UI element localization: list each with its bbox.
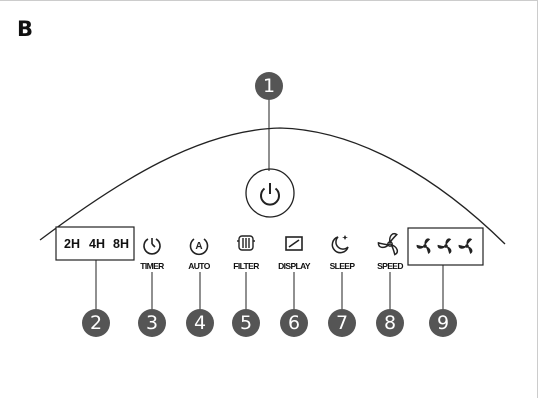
filter-label: FILTER xyxy=(233,261,259,271)
auto-label: AUTO xyxy=(188,261,210,271)
leader-lines xyxy=(95,98,444,310)
filter-icon[interactable] xyxy=(237,235,255,251)
speed-label: SPEED xyxy=(377,261,403,271)
power-button[interactable] xyxy=(245,168,295,218)
sleep-moon-icon[interactable] xyxy=(331,235,349,254)
svg-text:A: A xyxy=(195,241,202,252)
callout-7: 7 xyxy=(328,309,356,337)
timer-option-4h[interactable]: 4H xyxy=(89,237,105,251)
panel-label: B xyxy=(17,17,34,41)
device-outline-curve xyxy=(39,127,506,245)
auto-mode-icon[interactable]: A xyxy=(189,238,209,256)
sleep-label: SLEEP xyxy=(329,261,355,271)
timer-icon[interactable] xyxy=(143,238,161,255)
display-label: DISPLAY xyxy=(278,261,310,271)
callout-9: 9 xyxy=(429,309,457,337)
power-icon xyxy=(260,183,280,206)
callout-5: 5 xyxy=(232,309,260,337)
callout-4: 4 xyxy=(186,309,214,337)
callout-3: 3 xyxy=(138,309,166,337)
callout-1: 1 xyxy=(255,72,283,100)
timer-option-8h[interactable]: 8H xyxy=(113,237,129,251)
timer-label: TIMER xyxy=(140,261,164,271)
callout-2: 2 xyxy=(82,309,110,337)
timer-option-2h[interactable]: 2H xyxy=(64,237,80,251)
timer-options-box xyxy=(55,226,135,261)
callout-6: 6 xyxy=(280,309,308,337)
callout-8: 8 xyxy=(376,309,404,337)
display-icon[interactable] xyxy=(285,236,303,251)
fan-speed-icon[interactable] xyxy=(376,232,400,256)
